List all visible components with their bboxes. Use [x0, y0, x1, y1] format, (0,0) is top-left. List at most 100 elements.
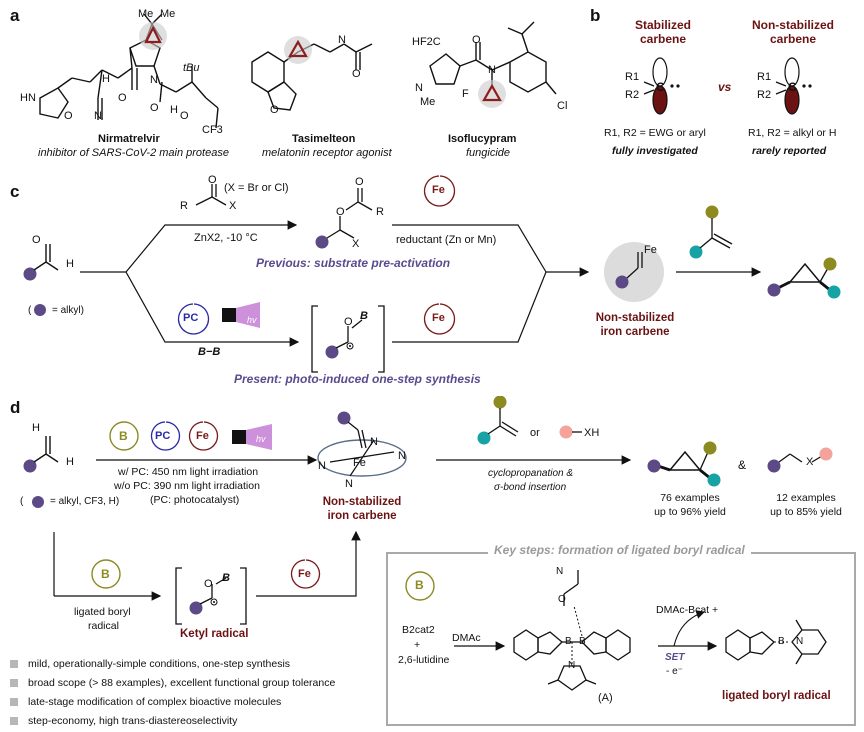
- d-fe-center: Fe: [353, 457, 366, 469]
- feature-text: broad scope (> 88 examples), excellent f…: [28, 676, 336, 689]
- c-reagent-x: X: [229, 200, 237, 212]
- d-aldehyde-o: H: [32, 422, 40, 434]
- feature-item: late-stage modification of complex bioac…: [10, 692, 335, 711]
- atom-n-nitrile: N: [94, 110, 102, 122]
- panel-letter-d: d: [10, 398, 21, 417]
- stabilized-sub: R1, R2 = EWG or aryl: [604, 127, 706, 139]
- c-hv: hv: [247, 315, 257, 325]
- drug-desc-nirmatrelvir: inhibitor of SARS-CoV-2 main protease: [38, 147, 229, 159]
- c-bb: B−B: [198, 346, 221, 358]
- d-aldehyde-h: H: [66, 456, 74, 468]
- atom-n-pyr: N: [415, 82, 423, 94]
- carbene-orbitals: [643, 57, 812, 115]
- atom-me-2: Me: [160, 8, 176, 20]
- ks-dmac: DMAc: [452, 632, 481, 644]
- ks-plus: +: [414, 639, 421, 651]
- d-prod2-line2: up to 85% yield: [770, 506, 842, 518]
- ks-lut-n: N: [568, 660, 576, 671]
- panel-letter-b: b: [590, 6, 601, 25]
- porphyrin-ring: [317, 439, 407, 477]
- d-prod1-line2: up to 96% yield: [654, 506, 726, 518]
- ks-boron-2: B: [579, 636, 586, 647]
- d-fe-label: Fe: [196, 430, 209, 442]
- ks-set: SET: [665, 652, 685, 663]
- atom-o-3: O: [150, 102, 159, 114]
- d-amp: &: [738, 458, 747, 472]
- ks-lutidine: 2,6-lutidine: [398, 654, 450, 666]
- ks-product-b: B: [778, 636, 785, 647]
- ks-dmac-bcat: DMAc-Bcat +: [656, 604, 719, 616]
- c-aldehyde-h: H: [66, 258, 74, 270]
- drug-desc-isoflucypram: fungicide: [466, 147, 511, 159]
- panel-d-graphics: [23, 396, 833, 625]
- d-ketyl-o: O: [204, 578, 213, 590]
- panel-c-graphics: [23, 175, 841, 373]
- atom-hn: HN: [20, 92, 36, 104]
- d-cond-2: w/o PC: 390 nm light irradiation: [114, 480, 260, 492]
- c-ester-o: O: [336, 206, 345, 218]
- c-alkyl-paren: (: [28, 305, 32, 316]
- feature-item: step-economy, high trans-diastereoselect…: [10, 711, 335, 730]
- filled-orbital: [652, 85, 668, 115]
- key-steps-box: [386, 552, 856, 726]
- d-alkyl-note: = alkyl, CF3, H): [50, 496, 120, 507]
- atom-cf3: CF3: [202, 124, 223, 136]
- fe-cycle-lower: [423, 303, 456, 335]
- d-arrow-label-2: σ-bond insertion: [494, 482, 567, 493]
- c-reagent-o: O: [208, 174, 217, 186]
- atom-me-pyr: Me: [420, 96, 436, 108]
- bullet-square: [10, 659, 18, 668]
- lamp-icon: [222, 308, 236, 322]
- atom-h-1: H: [102, 73, 110, 85]
- d-hv-label: hv: [256, 434, 266, 444]
- ks-boron-1: B: [565, 636, 572, 647]
- nonstabilized-note: rarely reported: [752, 145, 827, 157]
- nonstabilized-sub: R1, R2 = alkyl or H: [748, 127, 837, 139]
- d-product-x: X: [806, 456, 814, 468]
- d-arrow-label-1: cyclopropanation &: [488, 468, 574, 479]
- ks-product-n: N: [796, 636, 804, 647]
- d-b-label-lower: B: [101, 567, 110, 581]
- c-reagent-r: R: [180, 200, 188, 212]
- atom-o-tasi: O: [270, 104, 279, 116]
- c-ketyl-b: B: [360, 310, 368, 322]
- feature-list: mild, operationally-simple conditions, o…: [10, 654, 335, 730]
- c-reductant: reductant (Zn or Mn): [396, 234, 497, 246]
- key-steps-title: Key steps: formation of ligated boryl ra…: [488, 543, 751, 557]
- d-fe-lower: Fe: [298, 568, 311, 580]
- drug-name-nirmatrelvir: Nirmatrelvir: [98, 133, 160, 145]
- aldehyde-alkyl-dot: [23, 267, 37, 281]
- c-previous-label: Previous: substrate pre-activation: [256, 256, 451, 270]
- ks-minus-e: - e⁻: [666, 666, 683, 677]
- atom-n-tasi: N: [338, 34, 346, 46]
- c-ester-r: R: [376, 206, 384, 218]
- d-alkyl-paren: (: [20, 496, 24, 507]
- panel-letter-a: a: [10, 6, 20, 25]
- nirmatrelvir-structure: [39, 13, 219, 129]
- b-c-right: C: [788, 80, 797, 94]
- atom-o-4: O: [180, 110, 189, 122]
- c-znx2: ZnX2, -10 °C: [194, 232, 258, 244]
- lamp-icon-d: [232, 430, 246, 444]
- feature-item: broad scope (> 88 examples), excellent f…: [10, 673, 335, 692]
- ks-b-label: B: [415, 578, 424, 592]
- feature-text: step-economy, high trans-diastereoselect…: [28, 714, 238, 727]
- key-steps-graphics: [405, 570, 827, 691]
- b-c-left: C: [656, 80, 665, 94]
- feature-text: late-stage modification of complex bioac…: [28, 695, 282, 708]
- atom-o-iso: O: [472, 34, 481, 46]
- c-ester-x: X: [352, 238, 360, 250]
- panel-letter-c: c: [10, 182, 20, 201]
- stabilized-title: Stabilized carbene: [634, 18, 691, 46]
- upper-path-arrow: [125, 220, 298, 273]
- atom-n-amide: N: [488, 64, 496, 76]
- bullet-square: [10, 716, 18, 725]
- d-ligated-2: radical: [88, 620, 119, 632]
- d-ketyl-b: B: [222, 572, 230, 584]
- c-reagent-xnote: (X = Br or Cl): [224, 182, 289, 194]
- d-carbene-label-1: Non-stabilized: [322, 496, 402, 508]
- ks-A: (A): [598, 692, 613, 704]
- drug-name-tasimelteon: Tasimelteon: [292, 133, 356, 145]
- b-catalyst-circle: [109, 421, 139, 451]
- d-or: or: [530, 427, 540, 439]
